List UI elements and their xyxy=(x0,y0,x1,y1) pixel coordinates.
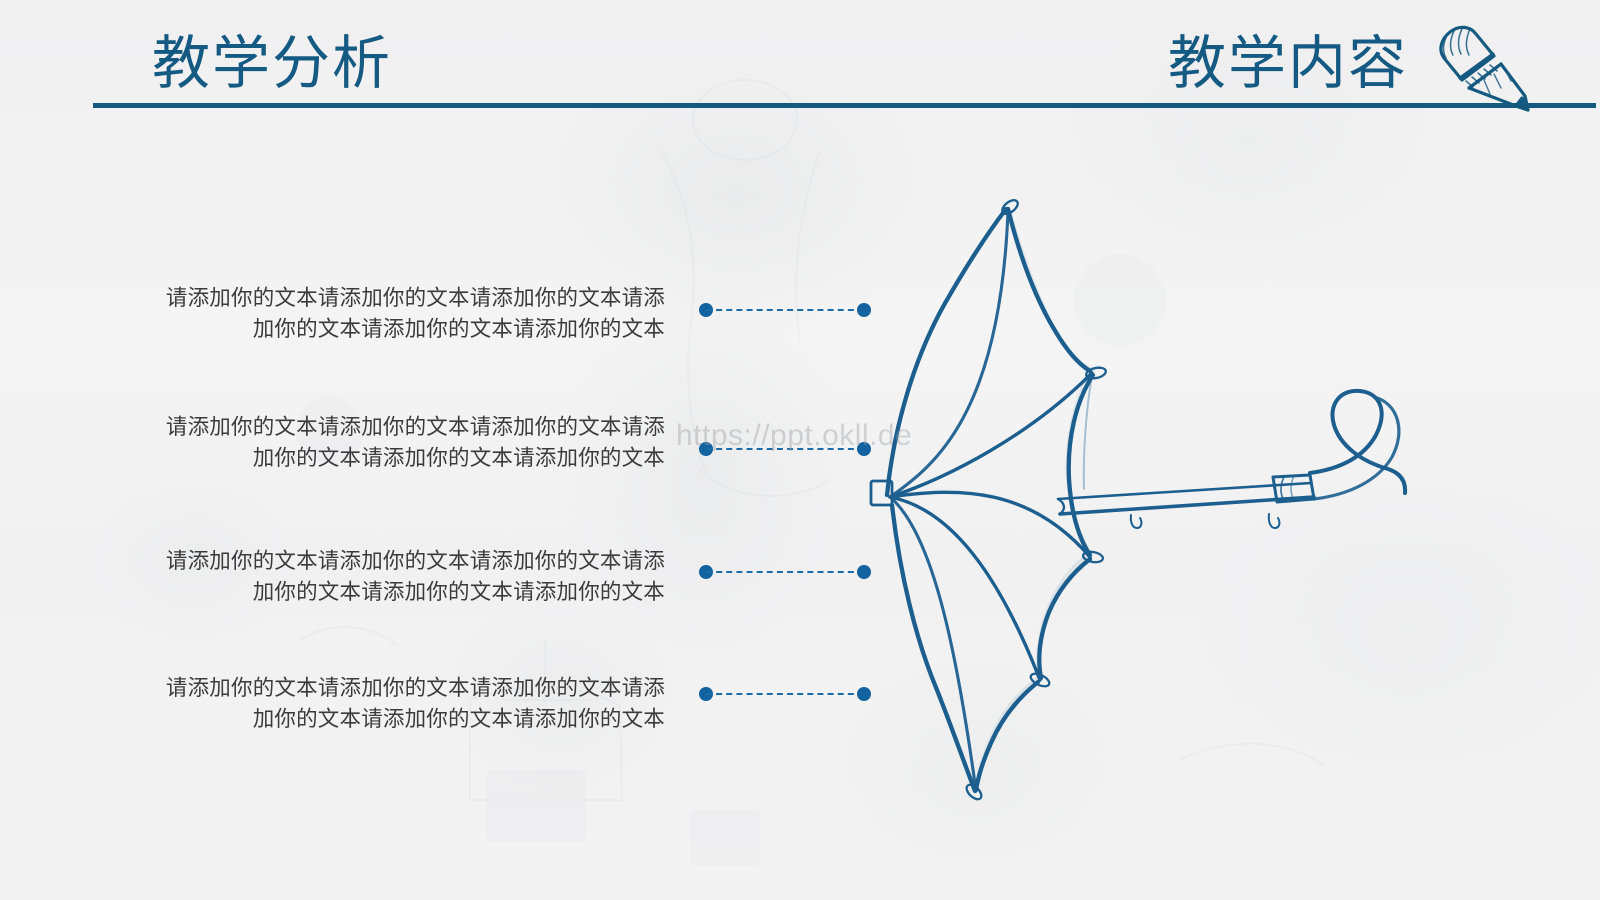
site-url-watermark: https://ppt.okll.de xyxy=(676,419,913,452)
text-block-3: 请添加你的文本请添加你的文本请添加你的文本请添加你的文本请添加你的文本请添加你的… xyxy=(165,549,665,605)
text-block-2: 请添加你的文本请添加你的文本请添加你的文本请添加你的文本请添加你的文本请添加你的… xyxy=(165,415,665,471)
text-block-1: 请添加你的文本请添加你的文本请添加你的文本请添加你的文本请添加你的文本请添加你的… xyxy=(165,286,665,342)
page-title-right: 教学内容 xyxy=(1168,29,1409,97)
connector-dot-right xyxy=(857,687,871,701)
header-divider-rule xyxy=(93,103,1596,108)
connector-dashed-line xyxy=(706,693,864,695)
connector-dot-right xyxy=(857,442,871,456)
connector-dashed-line xyxy=(706,309,864,311)
text-block-4: 请添加你的文本请添加你的文本请添加你的文本请添加你的文本请添加你的文本请添加你的… xyxy=(165,676,665,732)
pencil-icon xyxy=(1439,25,1530,112)
connector-4 xyxy=(699,687,871,701)
page-title-left: 教学分析 xyxy=(152,29,393,97)
connector-1 xyxy=(699,303,871,317)
connector-dot-right xyxy=(857,303,871,317)
connector-dashed-line xyxy=(706,448,864,450)
umbrella-illustration xyxy=(869,199,1408,801)
connector-2 xyxy=(699,442,871,456)
connector-dot-right xyxy=(857,565,871,579)
connector-3 xyxy=(699,565,871,579)
connector-dashed-line xyxy=(706,571,864,573)
